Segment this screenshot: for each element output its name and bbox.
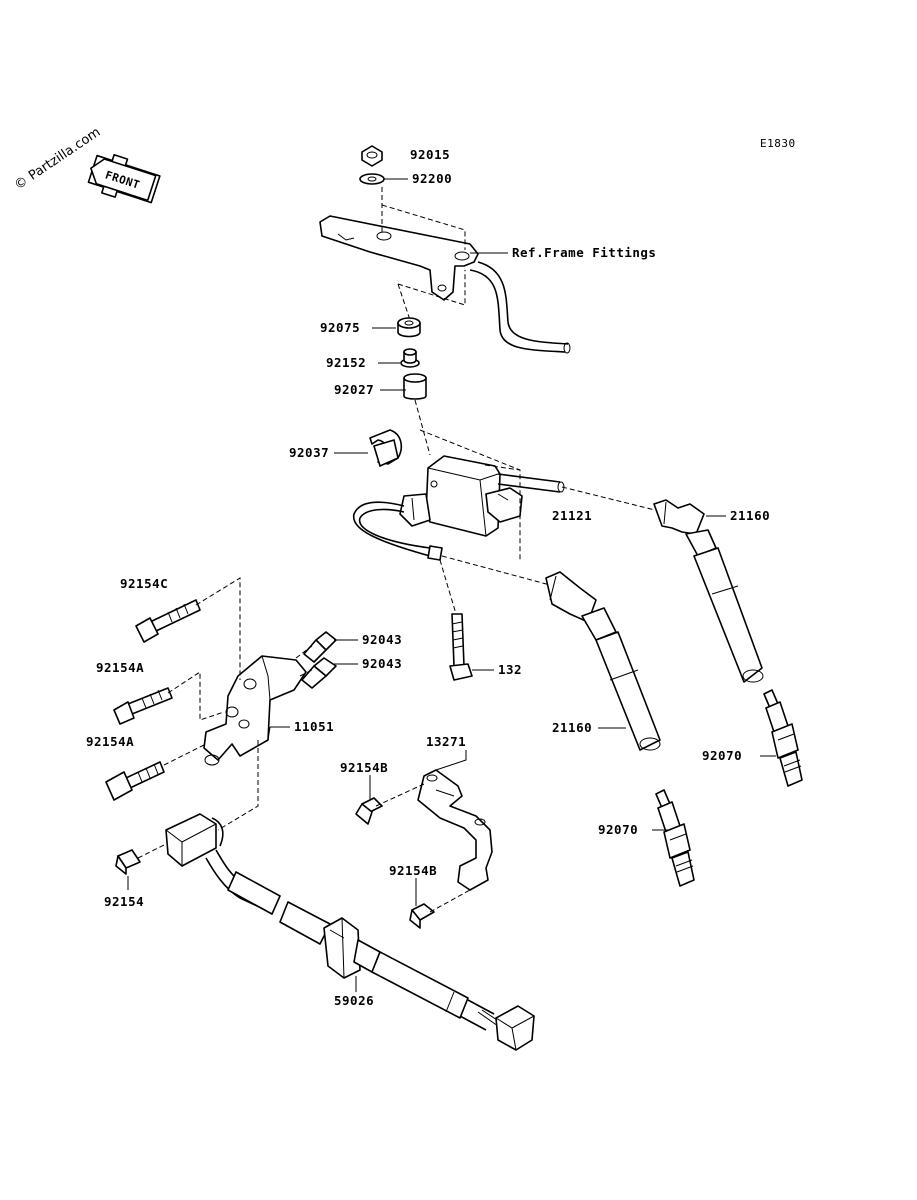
bolt-92154a-lower xyxy=(105,761,165,801)
plug-cap-21160-right xyxy=(653,499,764,683)
label-92015: 92015 xyxy=(410,147,450,162)
label-92043-b: 92043 xyxy=(362,656,402,671)
washer-92200 xyxy=(359,173,385,185)
label-92075: 92075 xyxy=(320,320,360,335)
label-92027: 92027 xyxy=(334,382,374,397)
wire-harness-59026 xyxy=(165,813,535,1051)
ignition-coil-21121 xyxy=(399,455,523,537)
collar-92027 xyxy=(403,373,427,400)
frame-tube xyxy=(469,269,566,353)
diagram-code: E1830 xyxy=(760,137,796,150)
label-92037: 92037 xyxy=(289,445,329,460)
grommet-92075 xyxy=(397,317,421,338)
label-92070-right: 92070 xyxy=(702,748,742,763)
clamp-92037 xyxy=(369,429,403,467)
label-92154b-upper: 92154B xyxy=(340,760,388,775)
bolt-92154a-upper xyxy=(113,687,173,725)
label-92154a-upper: 92154A xyxy=(96,660,144,675)
spark-plug-92070-left xyxy=(655,789,695,887)
bolt-92154b-lower xyxy=(409,903,435,929)
label-132: 132 xyxy=(498,662,522,677)
coil-bracket xyxy=(319,215,479,301)
label-21160-left: 21160 xyxy=(552,720,592,735)
bolt-92154 xyxy=(115,849,141,875)
label-92200: 92200 xyxy=(412,171,452,186)
bolt-92154c xyxy=(135,599,201,643)
bolt-132 xyxy=(449,613,473,681)
label-92152: 92152 xyxy=(326,355,366,370)
bolt-92154b-upper xyxy=(355,797,383,825)
bracket-13271 xyxy=(417,769,493,891)
label-92154b-lower: 92154B xyxy=(389,863,437,878)
label-59026: 59026 xyxy=(334,993,374,1008)
label-ref-frame-fittings: Ref.Frame Fittings xyxy=(512,245,656,260)
label-13271: 13271 xyxy=(426,734,466,749)
sensor-11051 xyxy=(203,655,307,766)
label-11051: 11051 xyxy=(294,719,334,734)
label-21160-right: 21160 xyxy=(730,508,770,523)
plug-cap-21160-left xyxy=(545,571,661,751)
label-92154c: 92154C xyxy=(120,576,168,591)
label-92154: 92154 xyxy=(104,894,144,909)
front-arrow-icon: FRONT xyxy=(87,153,161,204)
spark-plug-92070-right xyxy=(763,689,803,787)
label-92043-a: 92043 xyxy=(362,632,402,647)
collar-92152 xyxy=(400,348,420,368)
label-92154a-lower: 92154A xyxy=(86,734,134,749)
label-92070-left: 92070 xyxy=(598,822,638,837)
nut-92015 xyxy=(361,145,383,167)
collar-92043-a xyxy=(303,631,337,663)
label-21121: 21121 xyxy=(552,508,592,523)
collar-92043-b xyxy=(301,657,337,689)
